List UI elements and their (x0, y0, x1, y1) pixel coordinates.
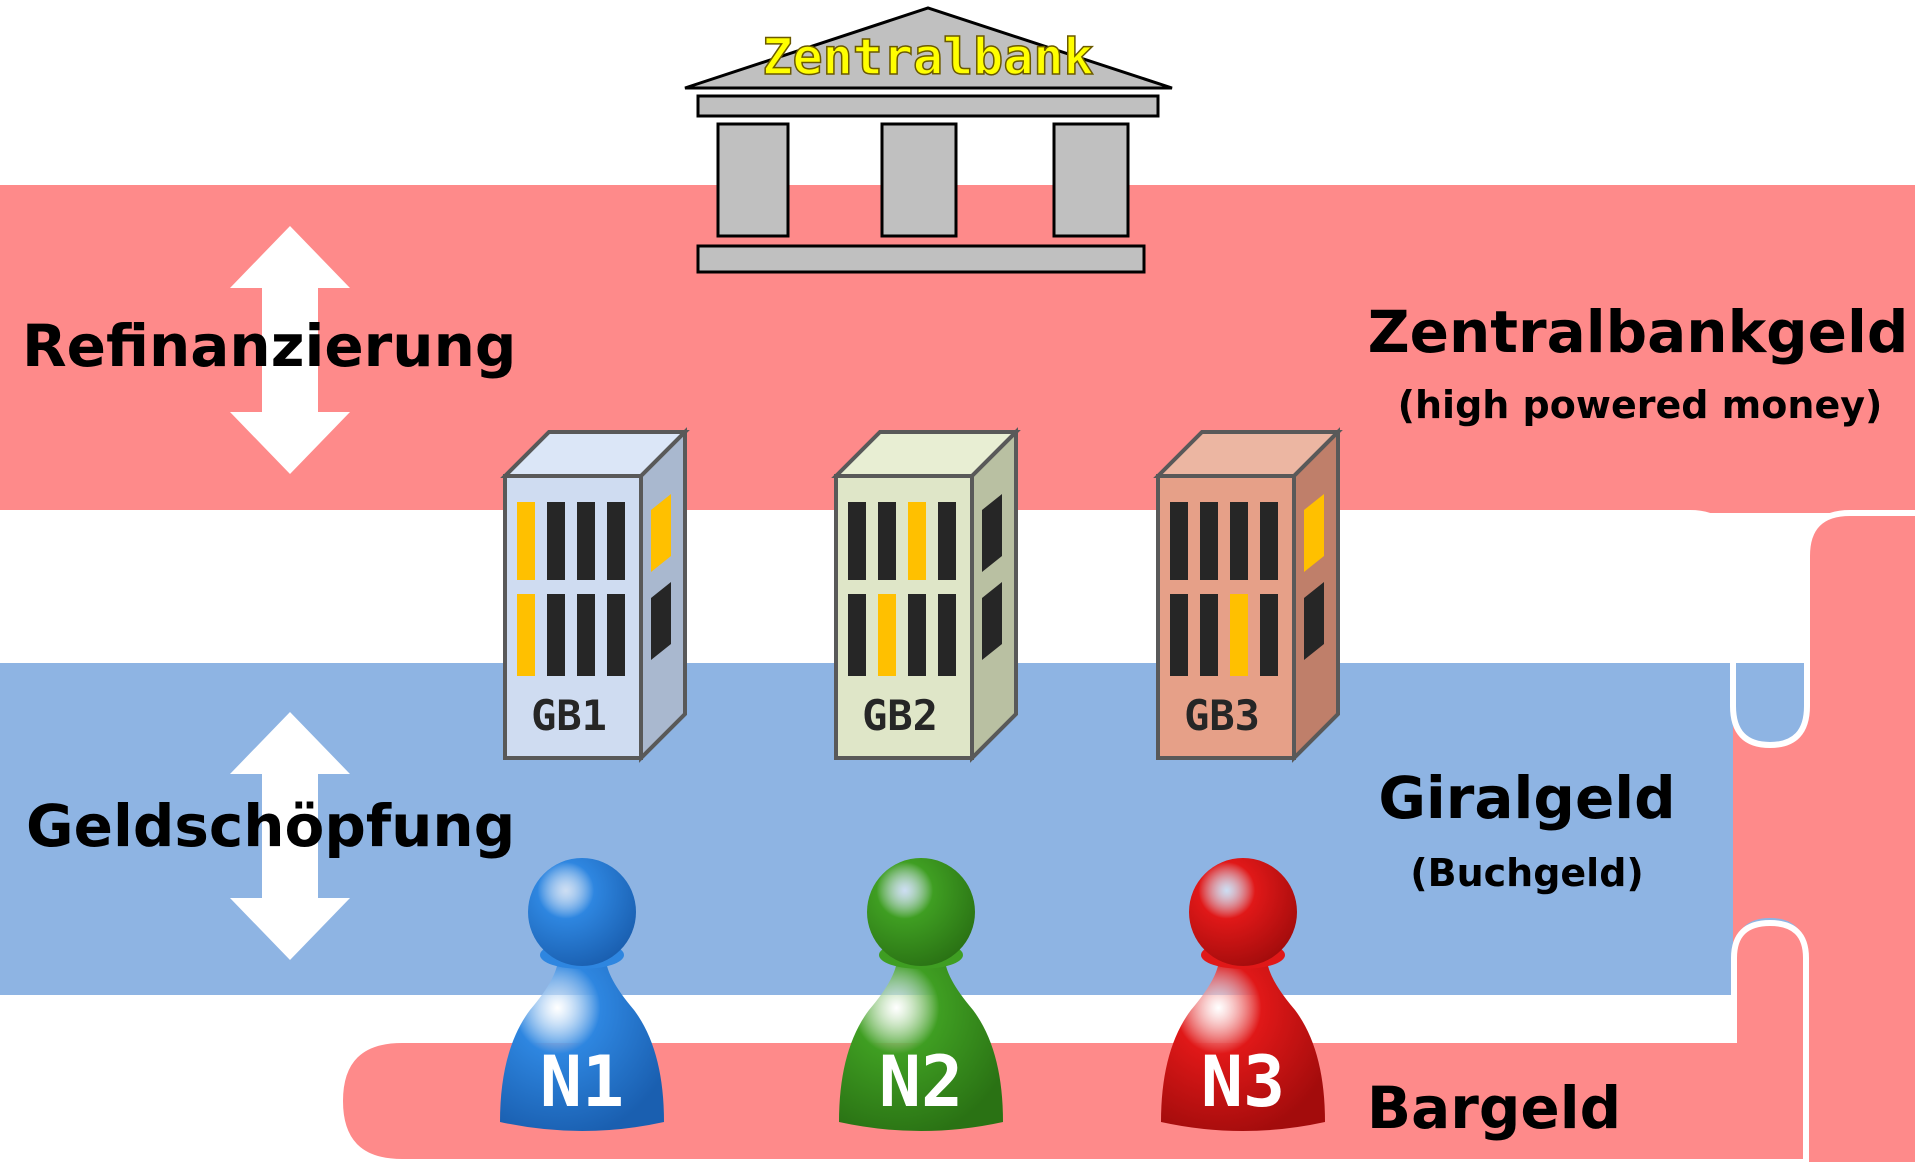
bank-side-window (651, 494, 671, 572)
refinancing-label: Refinanzierung (22, 312, 516, 380)
book-money-subtitle: (Buchgeld) (1410, 851, 1644, 895)
bank-side-window (982, 582, 1002, 660)
bank-building-2: GB2 (831, 427, 1021, 763)
bank-side-window (651, 582, 671, 660)
pawn-head (867, 858, 975, 966)
central-bank-title: Zentralbank (762, 28, 1093, 86)
temple-column (880, 122, 958, 238)
non-banks: N1 N2 N3 (500, 858, 1325, 1131)
pawn-3: N3 (1161, 858, 1325, 1131)
money-creation-label: Geldschöpfung (26, 792, 515, 860)
cash-band-outline (336, 919, 1809, 1162)
temple-column (1052, 122, 1130, 238)
connector-outline-top (0, 510, 1915, 749)
pawn-1: N1 (500, 858, 664, 1131)
bank-window (1200, 502, 1218, 580)
commercial-banks: GB1 GB2 GB3 (500, 427, 1343, 763)
bank-window (938, 594, 956, 676)
pawn-head (1189, 858, 1297, 966)
money-creation-arrow (230, 712, 350, 960)
bank-window (1230, 502, 1248, 580)
bank-window (517, 594, 535, 676)
pawn-body (1161, 955, 1325, 1131)
bank-window (607, 502, 625, 580)
bank-window (1170, 594, 1188, 676)
central-bank-money-title: Zentralbankgeld (1368, 298, 1909, 366)
bank-window (878, 502, 896, 580)
bank-window (577, 594, 595, 676)
pawn-2: N2 (839, 858, 1003, 1131)
bank-window (908, 594, 926, 676)
right-connector (1733, 512, 1915, 1162)
central-bank-money-subtitle: (high powered money) (1398, 383, 1883, 427)
temple-column (716, 122, 790, 238)
temple-beam (696, 94, 1160, 118)
double-arrow-icon (230, 226, 350, 474)
bank-window (1170, 502, 1188, 580)
bank-window (1260, 594, 1278, 676)
pawn-label: N2 (879, 1041, 963, 1123)
refinancing-arrow (230, 226, 350, 474)
bank-window (547, 594, 565, 676)
bank-window (1200, 594, 1218, 676)
bank-window (908, 502, 926, 580)
bank-window (938, 502, 956, 580)
pawn-body (839, 955, 1003, 1131)
bank-window (607, 594, 625, 676)
temple-base (696, 244, 1146, 274)
double-arrow-icon (230, 712, 350, 960)
pawn-head (528, 858, 636, 966)
cash-title: Bargeld (1367, 1074, 1621, 1142)
bank-window (848, 594, 866, 676)
bank-label: GB3 (1184, 691, 1260, 740)
bank-window (878, 594, 896, 676)
bank-window (1260, 502, 1278, 580)
bank-window (848, 502, 866, 580)
bank-side-window (1304, 494, 1324, 572)
bank-window (1230, 594, 1248, 676)
bank-window (577, 502, 595, 580)
pawn-body (500, 955, 664, 1131)
bank-building-3: GB3 (1153, 427, 1343, 763)
bank-side-window (1304, 582, 1324, 660)
pawn-label: N1 (540, 1041, 624, 1123)
bank-label: GB2 (862, 691, 938, 740)
bank-side-window (982, 494, 1002, 572)
book-money-title: Giralgeld (1378, 764, 1675, 832)
bank-window (547, 502, 565, 580)
temple-roof (684, 6, 1173, 90)
bank-window (517, 502, 535, 580)
bank-building-1: GB1 (500, 427, 690, 763)
central-bank-building (684, 6, 1173, 274)
pawn-label: N3 (1201, 1041, 1285, 1123)
bank-label: GB1 (531, 691, 607, 740)
